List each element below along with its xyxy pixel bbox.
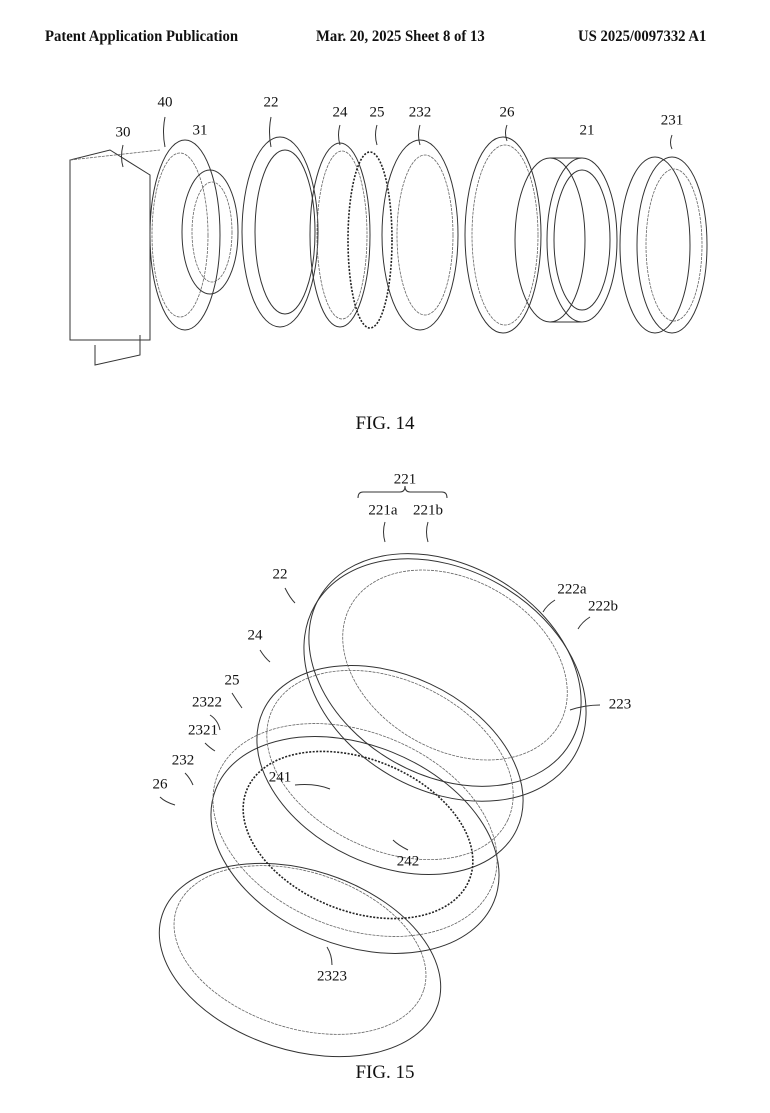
ref-label-232: 232 bbox=[171, 752, 195, 769]
ref-label-222b: 222b bbox=[588, 598, 618, 615]
ref-label-21: 21 bbox=[579, 122, 595, 139]
ref-label-221b: 221b bbox=[413, 502, 443, 519]
ref-label-24: 24 bbox=[247, 627, 263, 644]
ref-label-2323: 2323 bbox=[317, 968, 347, 985]
fig15-drawing bbox=[158, 485, 601, 1058]
ref-label-232: 232 bbox=[408, 104, 432, 121]
ref-label-241: 241 bbox=[268, 769, 292, 786]
ref-label-40: 40 bbox=[157, 94, 173, 111]
ref-label-2322: 2322 bbox=[192, 694, 222, 711]
ref-label-22: 22 bbox=[272, 566, 288, 583]
ref-label-24: 24 bbox=[332, 104, 348, 121]
ref-label-221: 221 bbox=[393, 471, 417, 488]
fig15-caption: FIG. 15 bbox=[355, 1062, 415, 1083]
fig14-caption: FIG. 14 bbox=[355, 413, 415, 434]
ref-label-31: 31 bbox=[192, 122, 208, 139]
ref-label-231: 231 bbox=[660, 112, 684, 129]
header-publication-type: Patent Application Publication bbox=[45, 28, 239, 45]
ref-label-25: 25 bbox=[369, 104, 385, 121]
header-patent-number: US 2025/0097332 A1 bbox=[578, 28, 707, 45]
ref-label-242: 242 bbox=[396, 853, 420, 870]
ref-label-222a: 222a bbox=[557, 581, 587, 598]
ref-label-30: 30 bbox=[115, 124, 131, 141]
ref-label-22: 22 bbox=[263, 94, 279, 111]
header-date-sheet: Mar. 20, 2025 Sheet 8 of 13 bbox=[316, 28, 485, 45]
ref-label-2321: 2321 bbox=[188, 722, 218, 739]
ref-label-26: 26 bbox=[499, 104, 515, 121]
ref-label-221a: 221a bbox=[368, 502, 398, 519]
ref-label-223: 223 bbox=[608, 696, 632, 713]
ref-label-25: 25 bbox=[224, 672, 240, 689]
ref-label-26: 26 bbox=[152, 776, 168, 793]
